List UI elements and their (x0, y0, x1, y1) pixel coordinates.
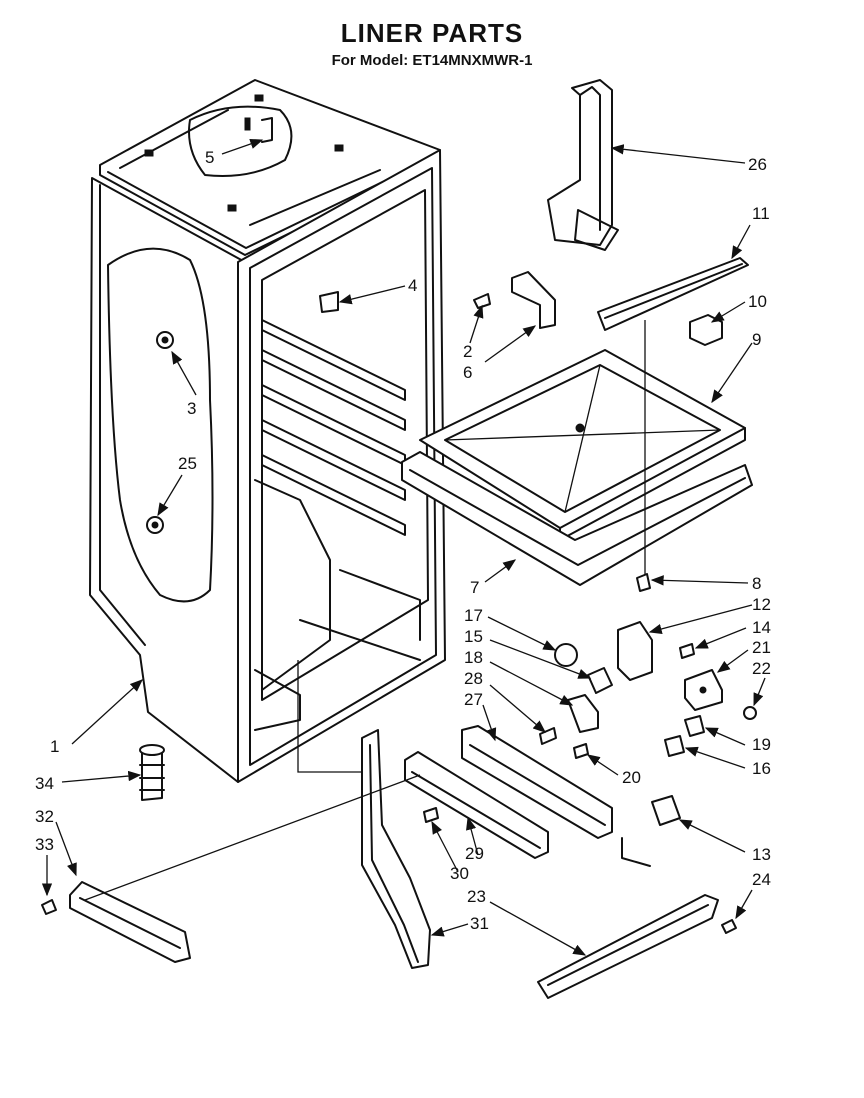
callout-24: 24 (752, 870, 771, 889)
cabinet-liner (89, 79, 446, 783)
callout-12: 12 (752, 595, 771, 614)
callout-33: 33 (35, 835, 54, 854)
callout-32: 32 (35, 807, 54, 826)
callout-15: 15 (464, 627, 483, 646)
callout-14: 14 (752, 618, 771, 637)
part-11-trim (597, 257, 749, 331)
callout-18: 18 (464, 648, 483, 667)
callout-30: 30 (450, 864, 469, 883)
part-24-screw (721, 919, 737, 934)
callout-4: 4 (408, 276, 417, 295)
callout-1: 1 (50, 737, 59, 756)
callout-26: 26 (748, 155, 767, 174)
part-6-bracket (473, 271, 556, 329)
callout-29: 29 (465, 844, 484, 863)
callout-23: 23 (467, 887, 486, 906)
leader-lines (41, 138, 766, 956)
part-31-duct (361, 729, 431, 969)
page-title: LINER PARTS (340, 18, 524, 48)
callout-16: 16 (752, 759, 771, 778)
callout-numbers: 5 4 3 25 2 6 26 11 10 9 7 8 12 14 21 22 … (35, 148, 771, 933)
callout-27: 27 (464, 690, 483, 709)
callout-19: 19 (752, 735, 771, 754)
callout-3: 3 (187, 399, 196, 418)
part-8-screw (636, 573, 651, 592)
callout-17: 17 (464, 606, 483, 625)
part-7-shelf-frame (401, 451, 753, 586)
part-30-screw (423, 807, 439, 823)
part-26-duct (547, 79, 619, 251)
callout-11: 11 (752, 204, 770, 223)
part-23-grille (537, 894, 719, 999)
callout-22: 22 (752, 659, 771, 678)
part-34-leg (139, 744, 165, 801)
callout-7: 7 (470, 578, 479, 597)
callout-34: 34 (35, 774, 54, 793)
part-32-rail (69, 881, 191, 963)
callout-21: 21 (752, 638, 771, 657)
callout-31: 31 (470, 914, 489, 933)
callout-28: 28 (464, 669, 483, 688)
callout-6: 6 (463, 363, 472, 382)
model-subtitle: For Model: ET14MNXMWR-1 (331, 52, 533, 69)
part-33-screw (41, 899, 57, 915)
part-27-rail (461, 725, 613, 839)
control-assembly (539, 621, 757, 867)
callout-10: 10 (748, 292, 767, 311)
callout-9: 9 (752, 330, 761, 349)
callout-20: 20 (622, 768, 641, 787)
callout-5: 5 (205, 148, 214, 167)
callout-13: 13 (752, 845, 771, 864)
callout-25: 25 (178, 454, 197, 473)
callout-8: 8 (752, 574, 761, 593)
callout-2: 2 (463, 342, 472, 361)
